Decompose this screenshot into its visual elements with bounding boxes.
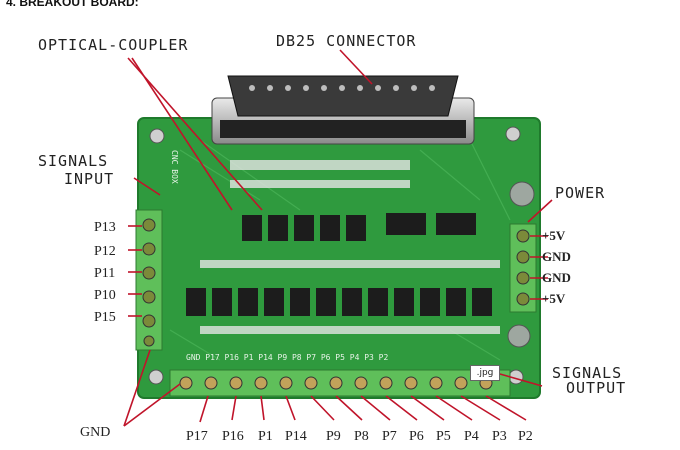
label-signals-output-line2: OUTPUT: [566, 379, 626, 397]
label-signals-output-line1: SIGNALS: [552, 364, 622, 382]
label-optical-coupler: OPTICAL-COUPLER: [38, 36, 188, 54]
left-pin-label: P12: [94, 244, 116, 259]
pcb-traces: [169, 139, 511, 361]
page-heading: 4. BREAKOUT BOARD:: [6, 0, 139, 9]
bottom-pin-label: P16: [222, 429, 244, 444]
leader-arrows: [123, 49, 553, 427]
bottom-pin-label: P5: [436, 429, 451, 444]
mounting-holes: [148, 126, 524, 385]
bottom-pin-label: P4: [464, 429, 479, 444]
label-db25-connector: DB25 CONNECTOR: [276, 32, 416, 50]
bottom-terminal-block: [169, 369, 511, 397]
bottom-pin-label: P17: [186, 429, 208, 444]
bottom-pin-label: P6: [409, 429, 424, 444]
left-pin-label: P15: [94, 310, 116, 325]
image-filename-tag: .jpg: [470, 365, 500, 381]
bottom-pin-label: P14: [285, 429, 307, 444]
left-pin-label: P11: [94, 266, 115, 281]
bottom-pin-label: P8: [354, 429, 369, 444]
right-pin-label: GND: [542, 249, 571, 264]
left-pin-label: P10: [94, 288, 116, 303]
left-terminal-block: [135, 209, 163, 351]
bottom-pin-label: P3: [492, 429, 507, 444]
label-power: POWER: [555, 184, 605, 202]
resistor-arrays: [200, 160, 500, 334]
bottom-pin-label: P9: [326, 429, 341, 444]
bottom-pin-label: P2: [518, 429, 533, 444]
label-signals-input-line1: SIGNALS: [38, 152, 108, 170]
right-pin-label: +5V: [542, 228, 566, 243]
db25-connector: [211, 75, 475, 145]
board-bottom-silk: GND P17 P16 P1 P14 P9 P8 P7 P6 P5 P4 P3 …: [186, 353, 388, 362]
right-terminal-block: [509, 223, 537, 313]
label-gnd: GND: [80, 425, 110, 440]
board-model-silk: CNC BOX: [170, 150, 179, 184]
capacitors: [507, 181, 535, 348]
optocoupler-row-upper: [242, 213, 476, 241]
label-signals-input-line2: INPUT: [64, 170, 114, 188]
right-pin-label: GND: [542, 270, 571, 285]
optocoupler-row-lower: [186, 288, 492, 316]
left-pin-label: P13: [94, 220, 116, 235]
bottom-pin-label: P7: [382, 429, 397, 444]
right-pin-label: +5V: [542, 291, 566, 306]
bottom-pin-label: P1: [258, 429, 273, 444]
